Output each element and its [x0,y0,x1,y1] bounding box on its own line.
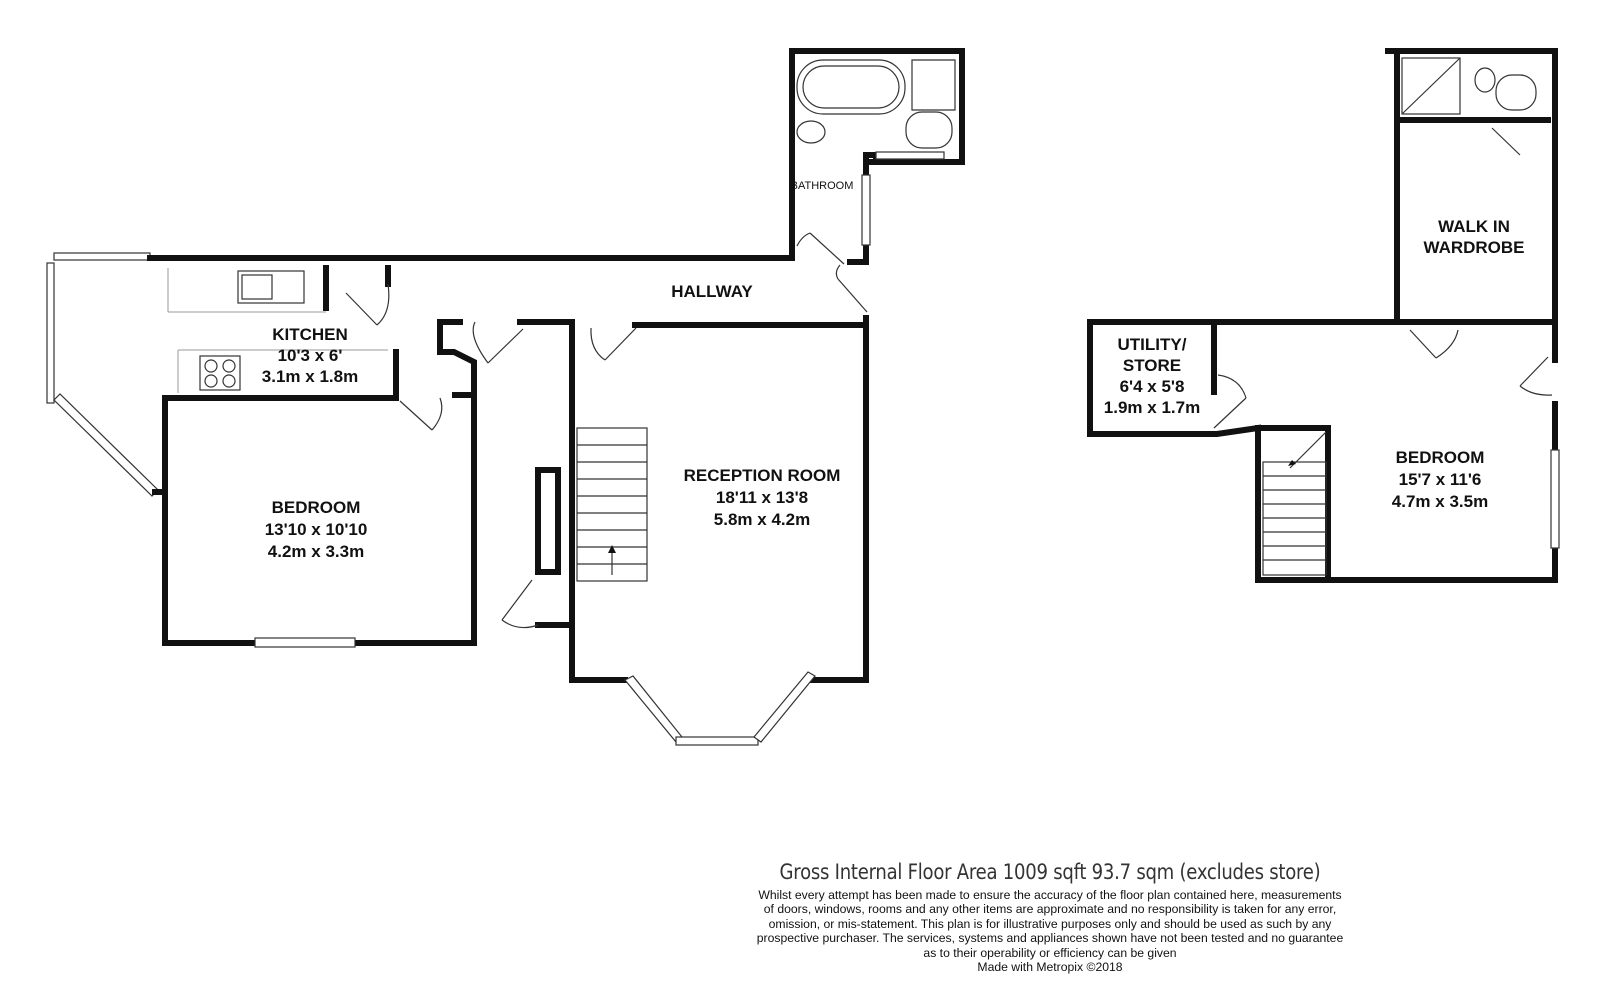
disclaimer-line: Made with Metropix ©2018 [977,960,1123,975]
bathroom-label: BATHROOM [791,180,854,192]
disclaimer-line: prospective purchaser. The services, sys… [756,931,1344,946]
room-labels: KITCHEN 10'3 x 6' 3.1m x 1.8m BEDROOM 13… [262,180,1525,561]
utility-label-line1: UTILITY/ [1118,335,1187,354]
ground-outer-walls [147,48,965,265]
kitchen-size-metric: 3.1m x 1.8m [262,367,358,386]
reception-label: RECEPTION ROOM [684,466,841,485]
disclaimer-line: as to their operability or efficiency ca… [923,945,1177,960]
bedroom-ground-size-imperial: 13'10 x 10'10 [265,520,368,539]
bedroom-ground-label: BEDROOM [272,498,361,517]
kitchen-fixtures [167,268,388,393]
bedroom-ground-size-metric: 4.2m x 3.3m [268,542,364,561]
bathroom-fixtures [796,59,956,149]
utility-label-line2: STORE [1123,356,1181,375]
upper-doors [1213,127,1553,429]
ground-doors [345,232,868,629]
footer: Gross Internal Floor Area 1009 sqft 93.7… [680,860,1420,974]
upper-shower-fixtures [1401,57,1537,115]
disclaimer: Whilst every attempt has been made to en… [680,888,1420,974]
ground-staircase [576,427,648,582]
bedroom-upper-size-metric: 4.7m x 3.5m [1392,492,1488,511]
walk-in-label-line1: WALK IN [1438,217,1510,236]
reception-size-metric: 5.8m x 4.2m [714,510,810,529]
bedroom-window [254,637,356,648]
gross-floor-area: Gross Internal Floor Area 1009 sqft 93.7… [779,860,1321,884]
bathroom-window [861,174,871,246]
hallway-label: HALLWAY [671,282,753,301]
reception-bay-window [624,671,816,746]
kitchen-bay-window [46,252,159,497]
walk-in-label-line2: WARDROBE [1423,238,1524,257]
bedroom-upper-size-imperial: 15'7 x 11'6 [1399,470,1482,489]
upper-bedroom-window [1550,449,1560,549]
disclaimer-line: of doors, windows, rooms and any other i… [763,902,1337,917]
bedroom-upper-label: BEDROOM [1396,448,1485,467]
kitchen-size-imperial: 10'3 x 6' [278,346,343,365]
upper-staircase [1262,431,1327,576]
upper-floor [1087,48,1560,583]
reception-size-imperial: 18'11 x 13'8 [716,488,808,507]
kitchen-label: KITCHEN [272,325,348,344]
ground-floor [46,48,965,746]
utility-size-metric: 1.9m x 1.7m [1104,398,1200,417]
utility-size-imperial: 6'4 x 5'8 [1120,377,1185,396]
disclaimer-line: Whilst every attempt has been made to en… [758,888,1342,902]
disclaimer-line: omission, or mis-statement. This plan is… [768,916,1332,931]
